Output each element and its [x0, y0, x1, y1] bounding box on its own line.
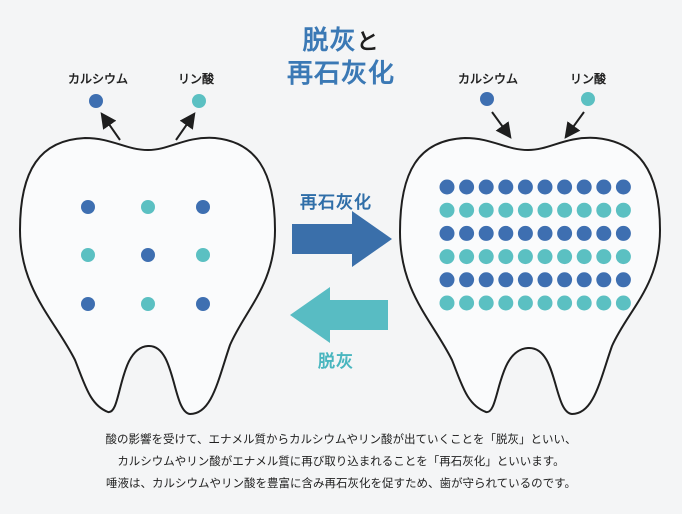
right-phosphate-ion-entering — [581, 92, 595, 106]
right-grid-phosphate-dot — [557, 249, 573, 265]
caption-line-1: 酸の影響を受けて、エナメル質からカルシウムやリン酸が出ていくことを「脱灰」といい… — [105, 432, 577, 446]
left-phosphate-label: リン酸 — [178, 72, 215, 86]
right-grid-phosphate-dot — [459, 249, 475, 265]
right-grid-calcium-dot — [478, 225, 494, 241]
right-grid-calcium-dot — [537, 272, 553, 288]
right-grid-phosphate-dot — [596, 202, 612, 218]
right-grid-phosphate-dot — [557, 295, 573, 311]
right-grid-phosphate-dot — [498, 202, 514, 218]
right-grid-phosphate-dot — [439, 202, 455, 218]
left-grid-dot — [141, 200, 155, 214]
right-grid-phosphate-dot — [596, 295, 612, 311]
right-grid-calcium-dot — [498, 272, 514, 288]
demineralization-arrow — [290, 287, 388, 343]
left-grid-dot — [196, 200, 210, 214]
right-grid-calcium-dot — [459, 225, 475, 241]
right-grid-phosphate-dot — [517, 295, 533, 311]
left-grid-dot — [81, 248, 95, 262]
right-grid-phosphate-dot — [517, 249, 533, 265]
right-grid-phosphate-dot — [576, 249, 592, 265]
right-grid-phosphate-dot — [576, 295, 592, 311]
right-grid-calcium-dot — [615, 225, 631, 241]
right-grid-calcium-dot — [439, 225, 455, 241]
right-grid-calcium-dot — [439, 272, 455, 288]
right-grid-calcium-dot — [615, 272, 631, 288]
right-calcium-ion-entering — [480, 92, 494, 106]
right-grid-phosphate-dot — [478, 249, 494, 265]
left-tooth-outline — [18, 136, 277, 416]
left-grid-dot — [141, 297, 155, 311]
caption-line-2: カルシウムやリン酸がエナメル質に再び取り込まれることを「再石灰化」といいます。 — [117, 454, 565, 468]
right-grid-phosphate-dot — [459, 295, 475, 311]
right-grid-calcium-dot — [557, 272, 573, 288]
left-phosphate-arrow — [175, 112, 196, 141]
left-grid-dot — [81, 200, 95, 214]
right-calcium-arrow — [491, 111, 512, 139]
right-grid-calcium-dot — [576, 179, 592, 195]
right-grid-calcium-dot — [576, 225, 592, 241]
right-grid-calcium-dot — [615, 179, 631, 195]
right-grid-calcium-dot — [439, 179, 455, 195]
demineralization-label: 脱灰 — [318, 352, 354, 372]
left-calcium-label: カルシウム — [68, 72, 129, 86]
right-phosphate-arrow — [564, 111, 585, 139]
right-grid-calcium-dot — [596, 225, 612, 241]
right-grid-phosphate-dot — [537, 295, 553, 311]
right-grid-phosphate-dot — [498, 295, 514, 311]
right-grid-calcium-dot — [498, 225, 514, 241]
right-tooth-ion-grid — [439, 179, 631, 311]
right-grid-calcium-dot — [478, 272, 494, 288]
right-grid-phosphate-dot — [615, 202, 631, 218]
right-grid-calcium-dot — [517, 225, 533, 241]
right-grid-calcium-dot — [537, 179, 553, 195]
title-particle: と — [356, 30, 380, 55]
right-grid-calcium-dot — [459, 179, 475, 195]
right-grid-phosphate-dot — [439, 249, 455, 265]
right-grid-phosphate-dot — [478, 202, 494, 218]
right-grid-calcium-dot — [459, 272, 475, 288]
right-grid-calcium-dot — [517, 272, 533, 288]
right-grid-phosphate-dot — [596, 249, 612, 265]
right-calcium-label: カルシウム — [458, 72, 519, 86]
left-grid-dot — [141, 248, 155, 262]
title-line-2: 再石灰化 — [286, 59, 395, 89]
right-grid-phosphate-dot — [557, 202, 573, 218]
left-grid-dot — [196, 297, 210, 311]
title-demineralization: 脱灰 — [302, 26, 357, 56]
right-grid-calcium-dot — [478, 179, 494, 195]
right-grid-calcium-dot — [576, 272, 592, 288]
remineralization-label: 再石灰化 — [300, 193, 372, 213]
right-grid-phosphate-dot — [439, 295, 455, 311]
left-calcium-ion-leaving — [89, 94, 103, 108]
right-grid-phosphate-dot — [615, 295, 631, 311]
right-grid-phosphate-dot — [537, 202, 553, 218]
remineralization-arrow — [292, 211, 392, 267]
left-calcium-arrow — [100, 112, 121, 141]
caption-line-3: 唾液は、カルシウムやリン酸を豊富に含み再石灰化を促すため、歯が守られているのです… — [106, 476, 576, 490]
right-grid-phosphate-dot — [498, 249, 514, 265]
right-grid-calcium-dot — [498, 179, 514, 195]
right-grid-calcium-dot — [557, 225, 573, 241]
title-line-1: 脱灰と — [0, 20, 682, 57]
right-grid-calcium-dot — [537, 225, 553, 241]
right-grid-calcium-dot — [596, 272, 612, 288]
right-grid-phosphate-dot — [459, 202, 475, 218]
left-phosphate-ion-leaving — [192, 94, 206, 108]
right-grid-phosphate-dot — [576, 202, 592, 218]
right-grid-phosphate-dot — [537, 249, 553, 265]
left-tooth-ion-grid — [81, 200, 210, 311]
left-grid-dot — [81, 297, 95, 311]
left-grid-dot — [196, 248, 210, 262]
right-grid-phosphate-dot — [478, 295, 494, 311]
right-grid-phosphate-dot — [517, 202, 533, 218]
right-phosphate-label: リン酸 — [570, 72, 607, 86]
right-grid-phosphate-dot — [615, 249, 631, 265]
right-grid-calcium-dot — [596, 179, 612, 195]
right-grid-calcium-dot — [557, 179, 573, 195]
right-grid-calcium-dot — [517, 179, 533, 195]
